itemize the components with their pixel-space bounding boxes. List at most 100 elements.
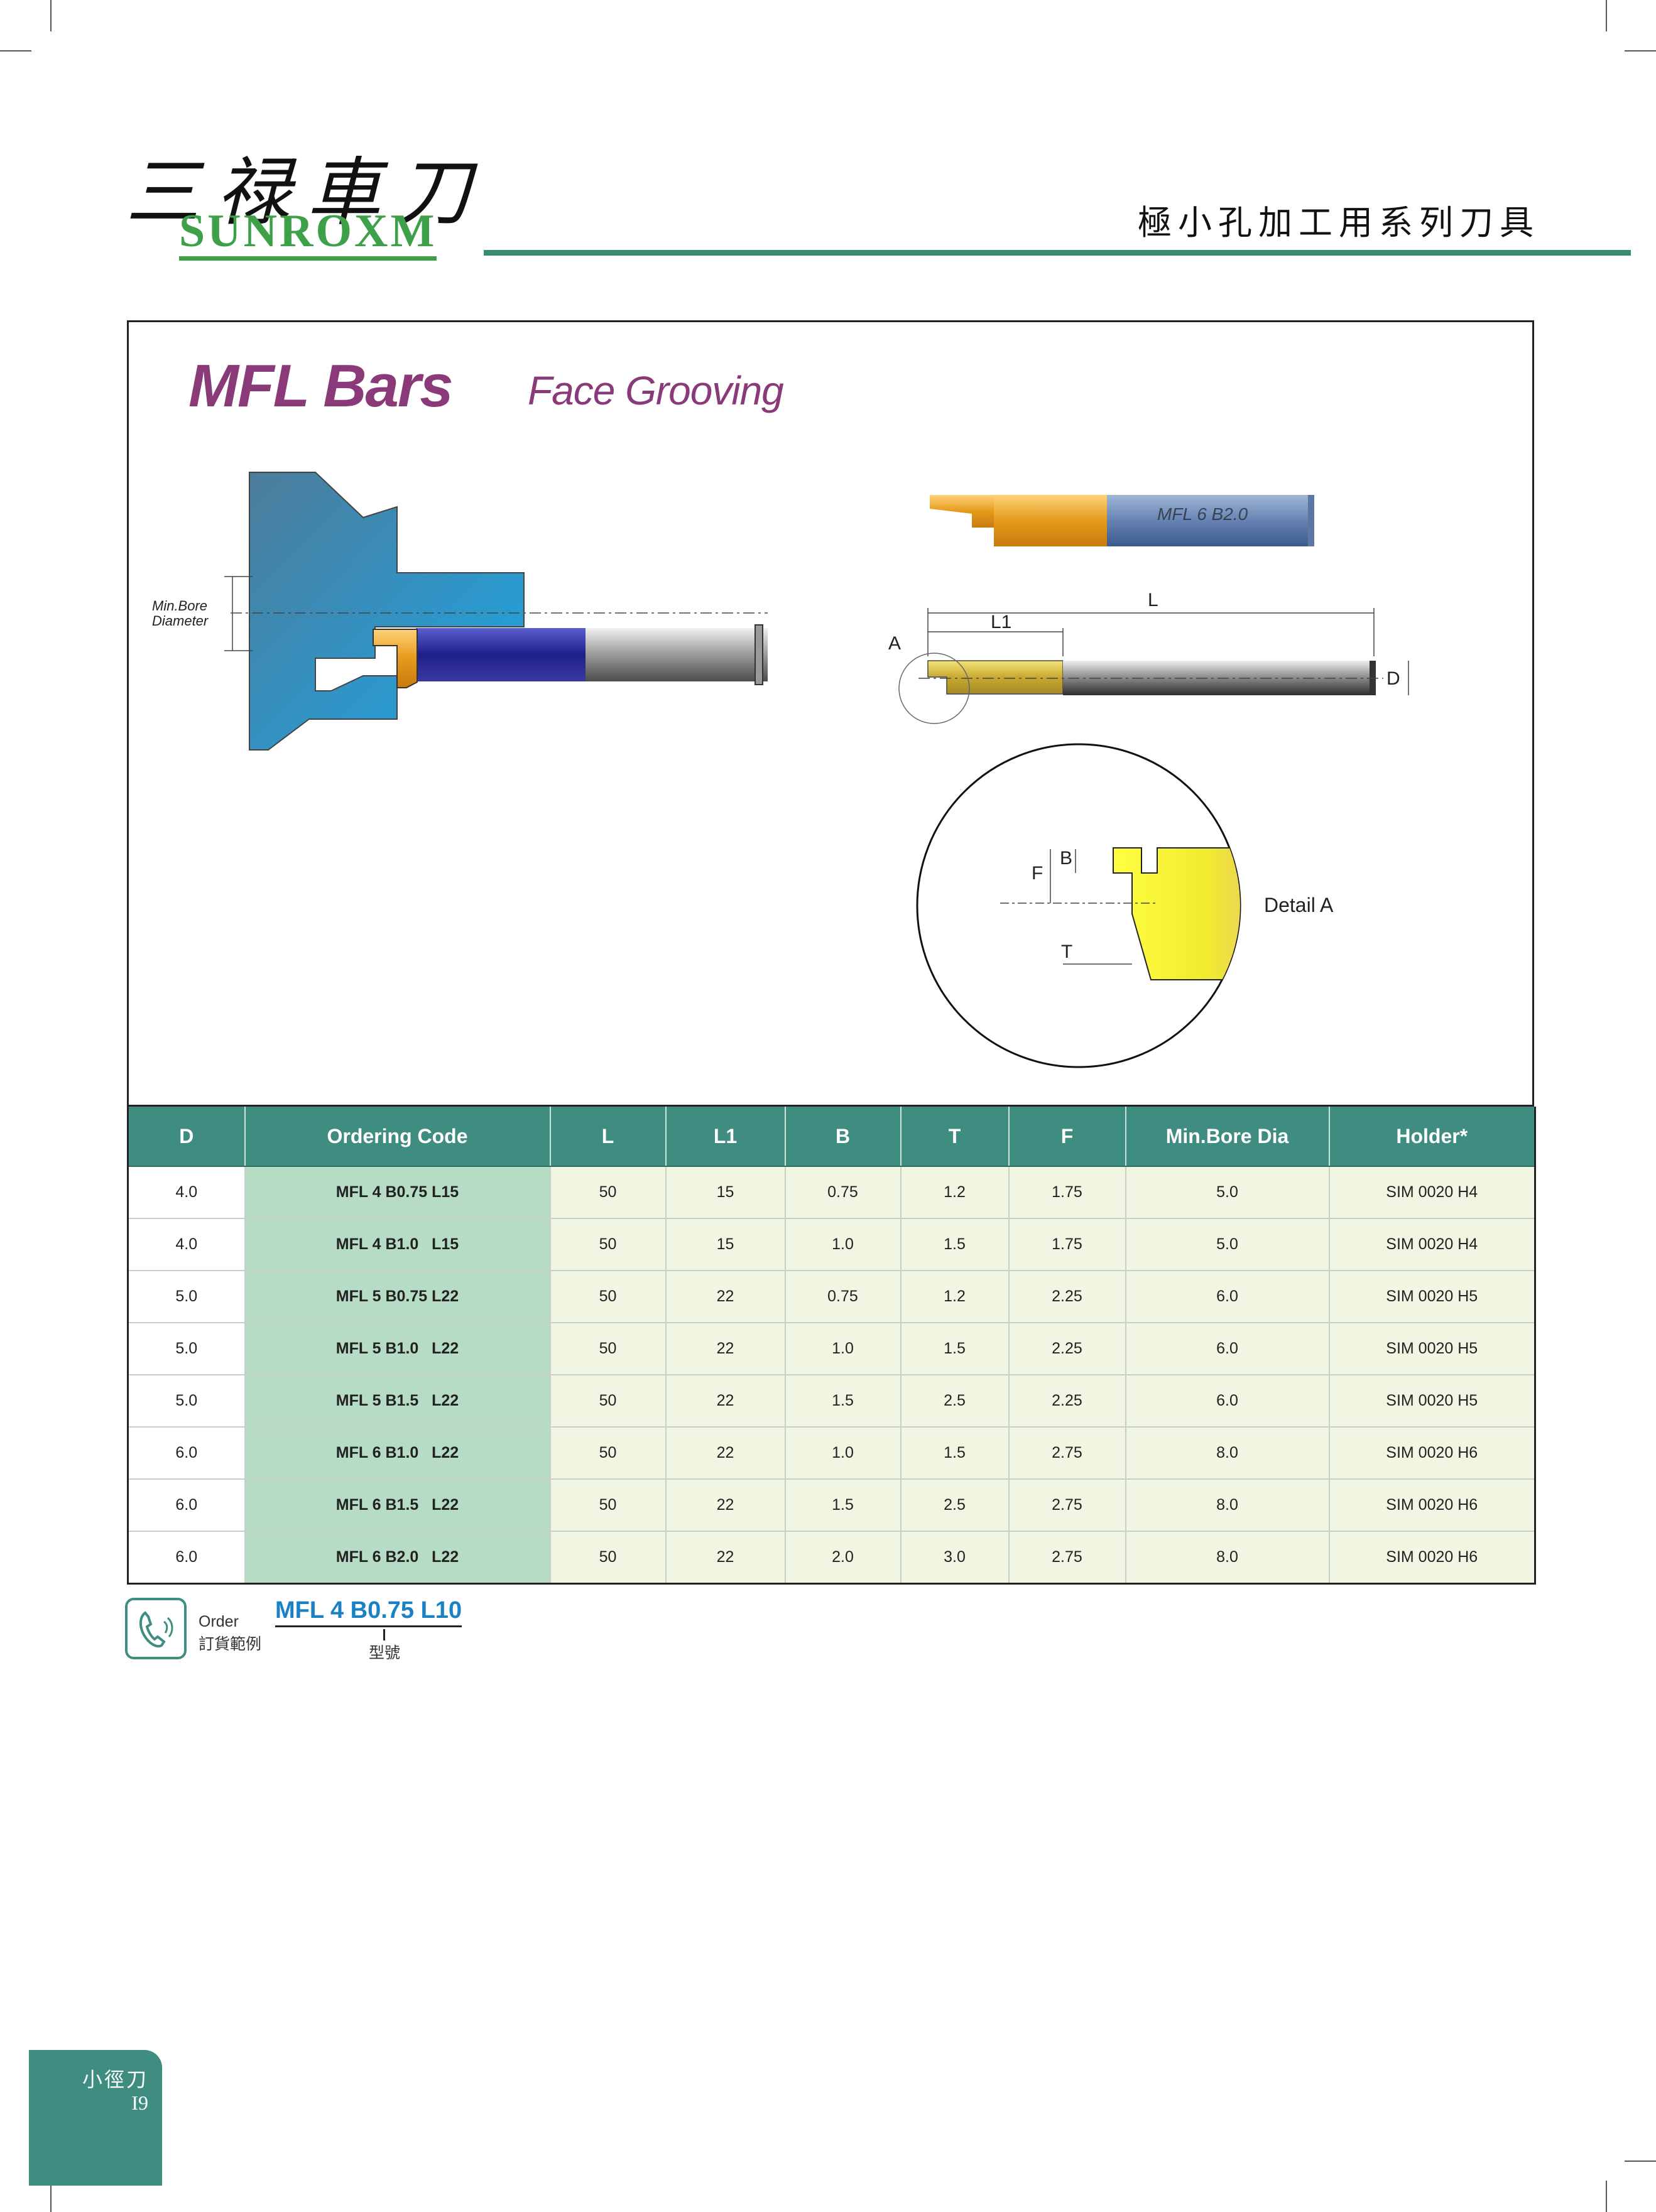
table-cell: 0.75 <box>785 1166 902 1219</box>
col-header: L1 <box>665 1107 786 1167</box>
table-cell: 1.5 <box>785 1375 902 1428</box>
crop-mark <box>1625 50 1656 52</box>
crop-mark <box>50 2181 52 2212</box>
order-pointer <box>383 1629 385 1640</box>
crop-mark <box>50 0 52 31</box>
table-cell: 22 <box>665 1479 786 1532</box>
header-rule <box>484 250 1631 256</box>
table-cell: SIM 0020 H6 <box>1329 1479 1536 1532</box>
col-header: F <box>1008 1107 1126 1167</box>
table-cell: 2.75 <box>1008 1427 1126 1480</box>
table-cell: 6.0 <box>128 1479 246 1532</box>
min-bore-label: Min.Bore <box>152 598 207 614</box>
photo-insert <box>930 495 1003 528</box>
table-cell: 1.0 <box>785 1427 902 1480</box>
table-cell: 22 <box>665 1427 786 1480</box>
min-bore-label: Diameter <box>152 613 209 629</box>
table-cell: 50 <box>550 1271 667 1323</box>
table-cell: 50 <box>550 1427 667 1480</box>
table-cell: 1.5 <box>900 1427 1010 1480</box>
table-cell: 6.0 <box>1125 1271 1330 1323</box>
col-header: Min.Bore Dia <box>1125 1107 1330 1167</box>
table-cell: 22 <box>665 1375 786 1428</box>
product-title: MFL Bars <box>188 352 454 420</box>
col-header: T <box>900 1107 1010 1167</box>
table-cell: 22 <box>665 1323 786 1375</box>
brand-name-cn: 三禄車刀 <box>126 149 488 236</box>
photo-shank-gold <box>994 495 1113 546</box>
table-cell: 2.25 <box>1008 1375 1126 1428</box>
table-cell: SIM 0020 H5 <box>1329 1375 1536 1428</box>
col-header: L <box>550 1107 667 1167</box>
table-cell: 2.0 <box>785 1531 902 1585</box>
ordering-code-cell: MFL 4 B0.75 L15 <box>244 1166 551 1219</box>
table-cell: 6.0 <box>1125 1375 1330 1428</box>
table-cell: 2.25 <box>1008 1323 1126 1375</box>
table-cell: SIM 0020 H5 <box>1329 1271 1536 1323</box>
phone-icon <box>125 1598 187 1659</box>
table-cell: 2.25 <box>1008 1271 1126 1323</box>
table-cell: 50 <box>550 1479 667 1532</box>
crop-mark <box>1606 2181 1607 2212</box>
table-cell: 15 <box>665 1166 786 1219</box>
tool-marking: MFL 6 B2.0 <box>1157 504 1248 524</box>
crop-mark <box>1625 2160 1656 2162</box>
table-cell: 3.0 <box>900 1531 1010 1585</box>
table-cell: 1.75 <box>1008 1218 1126 1271</box>
dim-label-F: F <box>1032 863 1043 884</box>
ordering-code-cell: MFL 4 B1.0 L15 <box>244 1218 551 1271</box>
table-cell: SIM 0020 H6 <box>1329 1531 1536 1585</box>
table-cell: 2.5 <box>900 1375 1010 1428</box>
workpiece-body <box>249 472 525 751</box>
table-cell: SIM 0020 H4 <box>1329 1218 1536 1271</box>
detail-marker <box>898 653 970 724</box>
ordering-code-cell: MFL 5 B0.75 L22 <box>244 1271 551 1323</box>
dim-label-T: T <box>1061 941 1072 962</box>
table-cell: 0.75 <box>785 1271 902 1323</box>
table-cell: 6.0 <box>1125 1323 1330 1375</box>
table-cell: 5.0 <box>128 1375 246 1428</box>
table-cell: SIM 0020 H6 <box>1329 1427 1536 1480</box>
ordering-code-cell: MFL 6 B2.0 L22 <box>244 1531 551 1585</box>
table-cell: 50 <box>550 1531 667 1585</box>
table-cell: 8.0 <box>1125 1427 1330 1480</box>
table-cell: 2.5 <box>900 1479 1010 1532</box>
table-cell: 1.5 <box>785 1479 902 1532</box>
table-cell: 50 <box>550 1375 667 1428</box>
table-cell: SIM 0020 H4 <box>1329 1166 1536 1219</box>
table-cell: 15 <box>665 1218 786 1271</box>
col-header: Holder* <box>1329 1107 1536 1167</box>
table-cell: 6.0 <box>128 1531 246 1585</box>
table-cell: 1.0 <box>785 1218 902 1271</box>
ordering-code-cell: MFL 5 B1.5 L22 <box>244 1375 551 1428</box>
order-example-code: MFL 4 B0.75 L10 <box>275 1597 462 1627</box>
table-cell: 6.0 <box>128 1427 246 1480</box>
table-cell: 22 <box>665 1531 786 1585</box>
table-cell: 50 <box>550 1166 667 1219</box>
technical-drawing: Min.Bore Diameter MFL 6 B2.0 L L1 A D B … <box>152 472 1409 1068</box>
table-cell: 5.0 <box>1125 1218 1330 1271</box>
tool-insert <box>373 629 418 688</box>
table-cell: 50 <box>550 1218 667 1271</box>
order-label-cn: 訂貨範例 <box>199 1635 262 1653</box>
table-cell: 5.0 <box>1125 1166 1330 1219</box>
table-cell: 4.0 <box>128 1166 246 1219</box>
table-cell: SIM 0020 H5 <box>1329 1323 1536 1375</box>
product-subtitle: Face Grooving <box>528 368 784 413</box>
detail-tool <box>1113 847 1240 980</box>
col-header: Ordering Code <box>244 1107 551 1167</box>
crop-mark <box>1606 0 1607 31</box>
crop-mark <box>0 50 31 52</box>
table-cell: 1.5 <box>900 1218 1010 1271</box>
category-tab: 小徑刀 I9 <box>29 2050 162 2186</box>
col-header: B <box>785 1107 902 1167</box>
dim-label-L: L <box>1148 590 1158 610</box>
dim-label-L1: L1 <box>991 612 1011 632</box>
page-number: I9 <box>131 2091 148 2114</box>
col-header: D <box>128 1107 246 1167</box>
